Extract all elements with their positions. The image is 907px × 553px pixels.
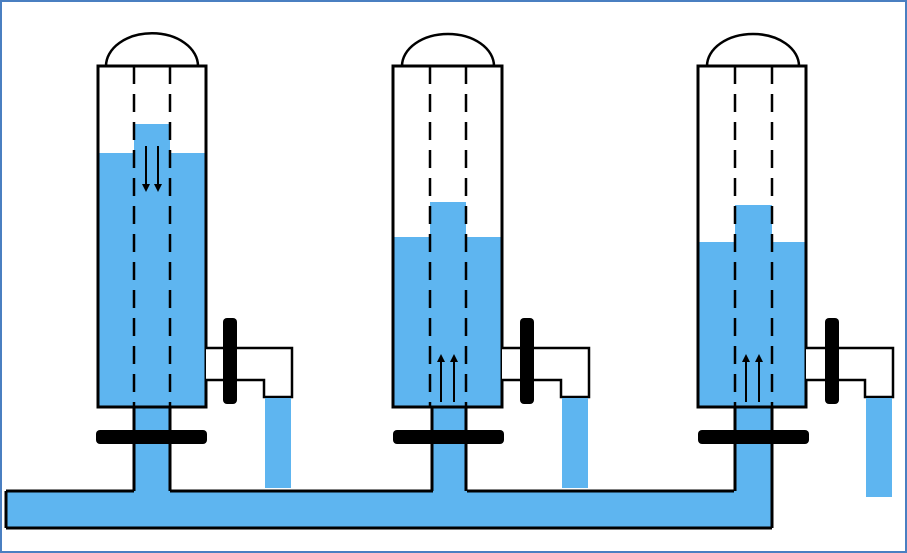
vessel-1-body: [96, 64, 208, 409]
vessel-3-bottom-valve: [698, 430, 809, 444]
vessel-3-up-arrows: [742, 354, 763, 402]
vessel-1: [96, 32, 294, 491]
vessel-3-dome: [705, 32, 801, 67]
vessel-2-spout: [502, 346, 591, 399]
bottom-pipe: [6, 489, 770, 528]
vessel-3-outflow-stream: [866, 398, 892, 497]
vessel-1-down-arrows: [142, 146, 162, 192]
vessel-3-spout: [806, 346, 895, 399]
vessel-1-side-valve: [223, 318, 237, 404]
vessel-3: [6, 32, 895, 530]
vessel-2-outflow-stream: [562, 398, 588, 488]
vessel-1-bottom-valve: [96, 430, 207, 444]
vessel-2-bottom-valve: [393, 430, 504, 444]
vessel-1-dome: [104, 32, 200, 67]
vessel-3-body: [696, 64, 808, 409]
vessel-1-outflow-stream: [265, 398, 291, 488]
vessel-2-up-arrows: [437, 354, 458, 402]
vessel-2-side-valve: [520, 318, 534, 404]
vessel-2: [391, 32, 591, 491]
vessel-3-side-valve: [825, 318, 839, 404]
vessel-1-spout: [206, 346, 294, 399]
vessel-2-dome: [400, 32, 496, 67]
vessel-2-body: [391, 64, 504, 409]
